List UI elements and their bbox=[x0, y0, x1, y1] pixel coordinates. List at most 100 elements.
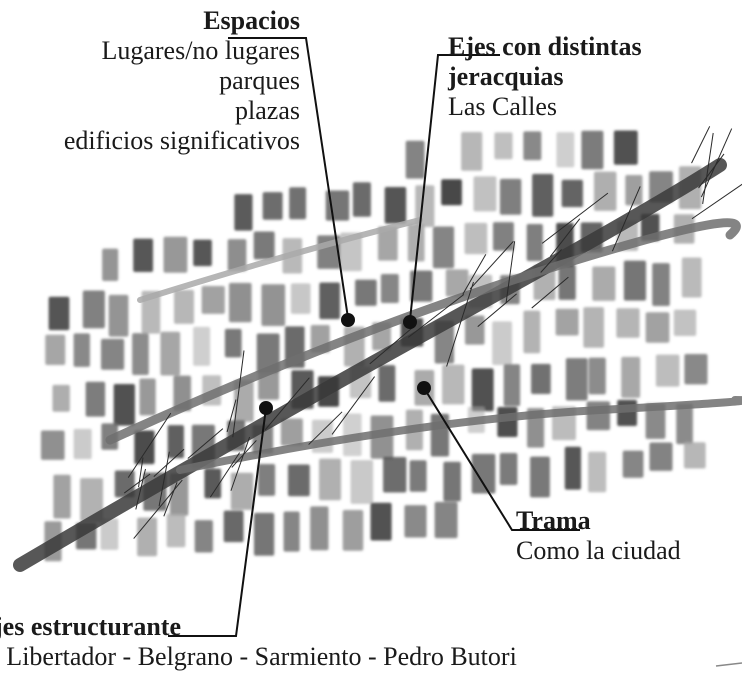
label-ejes: Ejes con distintas jeracquias Las Calles bbox=[448, 32, 642, 122]
hair-line bbox=[469, 240, 514, 290]
wash-block bbox=[228, 282, 252, 323]
wash-block bbox=[588, 357, 606, 395]
wash-block bbox=[499, 178, 522, 215]
wash-block bbox=[526, 224, 543, 261]
wash-block bbox=[649, 442, 673, 471]
wash-block bbox=[48, 296, 70, 331]
brush-stroke bbox=[13, 158, 727, 572]
wash-block bbox=[655, 354, 680, 387]
hair-line bbox=[541, 192, 609, 244]
wash-block bbox=[113, 383, 135, 426]
leader-lines bbox=[168, 37, 580, 637]
wash-block bbox=[442, 364, 465, 405]
wash-block bbox=[473, 176, 497, 212]
hair-line bbox=[187, 428, 224, 459]
wash-block bbox=[40, 430, 65, 460]
label-estructurante: jes estructurante v. Libertador - Belgra… bbox=[0, 612, 517, 672]
espacios-line-2: parques bbox=[219, 66, 300, 95]
wash-block bbox=[82, 290, 105, 329]
wash-block bbox=[683, 442, 706, 469]
espacios-title: Espacios bbox=[203, 6, 300, 35]
wash-block bbox=[621, 356, 641, 398]
hair-line bbox=[163, 482, 178, 517]
wash-block bbox=[652, 263, 670, 307]
wash-block bbox=[613, 130, 638, 165]
wash-block bbox=[592, 266, 616, 301]
brush-stroke bbox=[137, 217, 423, 303]
wash-block bbox=[160, 331, 181, 376]
wash-block bbox=[443, 461, 461, 502]
hair-line bbox=[232, 350, 245, 438]
label-espacios: Espacios Lugares/no lugares parques plaz… bbox=[64, 6, 300, 156]
wash-block bbox=[85, 381, 106, 417]
wash-block bbox=[410, 270, 433, 302]
wash-block bbox=[492, 222, 514, 251]
wash-block bbox=[564, 446, 582, 490]
hair-line bbox=[477, 293, 517, 328]
wash-block bbox=[380, 274, 399, 303]
wash-block bbox=[471, 453, 496, 494]
wash-block bbox=[645, 312, 670, 343]
wash-block bbox=[532, 173, 554, 217]
wash-block bbox=[492, 321, 513, 366]
hair-line bbox=[264, 377, 310, 431]
wash-block bbox=[523, 310, 541, 354]
hair-line bbox=[531, 276, 569, 309]
wash-block bbox=[588, 451, 607, 493]
trama-title: Trama bbox=[516, 506, 591, 535]
hair-line bbox=[226, 399, 237, 433]
hair-line bbox=[308, 411, 343, 445]
wash-block bbox=[169, 473, 189, 516]
wash-block bbox=[645, 403, 666, 439]
wash-block bbox=[234, 194, 253, 231]
wash-block bbox=[583, 307, 605, 348]
hair-line bbox=[408, 294, 465, 338]
wash-block bbox=[558, 264, 576, 300]
wash-block bbox=[283, 511, 300, 552]
wash-block bbox=[623, 260, 647, 301]
wash-block bbox=[319, 458, 342, 501]
dot-ejes bbox=[403, 315, 417, 329]
hair-line bbox=[123, 473, 151, 494]
espacios-line-3: plazas bbox=[235, 96, 300, 125]
hair-line bbox=[505, 241, 516, 304]
wash-block bbox=[114, 470, 135, 498]
wash-block bbox=[616, 308, 640, 338]
espacios-line-4: edificios significativos bbox=[63, 126, 300, 155]
wash-block bbox=[434, 501, 458, 539]
hair-line bbox=[209, 452, 241, 498]
brush-strokes bbox=[13, 158, 742, 572]
wash-block bbox=[258, 372, 280, 400]
wash-block bbox=[384, 186, 407, 224]
hair-line bbox=[611, 186, 641, 252]
wash-block bbox=[204, 468, 222, 499]
wash-block bbox=[261, 284, 286, 326]
wash-block bbox=[230, 472, 254, 510]
hair-line bbox=[127, 412, 172, 478]
estructurante-title: jes estructurante bbox=[0, 612, 181, 641]
wash-block bbox=[555, 308, 579, 336]
wash-block bbox=[430, 413, 449, 457]
hair-line bbox=[698, 153, 725, 189]
anchor-dots bbox=[259, 313, 431, 415]
wash-block bbox=[676, 403, 693, 445]
wash-block bbox=[377, 226, 398, 261]
wash-block bbox=[73, 428, 92, 460]
ejes-line-1: Las Calles bbox=[448, 92, 558, 121]
wash-block bbox=[280, 418, 303, 446]
wash-block bbox=[102, 248, 119, 282]
wash-block bbox=[350, 460, 374, 504]
wash-block bbox=[133, 238, 154, 273]
leader-trama bbox=[423, 387, 580, 531]
wash-block bbox=[464, 222, 488, 255]
wash-block bbox=[288, 464, 310, 497]
wash-block bbox=[224, 328, 242, 358]
hair-line bbox=[702, 132, 714, 204]
wash-block bbox=[167, 425, 184, 459]
wash-block bbox=[256, 333, 280, 373]
wash-block bbox=[227, 239, 247, 272]
hair-line bbox=[158, 451, 170, 507]
dot-espacios bbox=[341, 313, 355, 327]
wash-block bbox=[352, 182, 371, 217]
